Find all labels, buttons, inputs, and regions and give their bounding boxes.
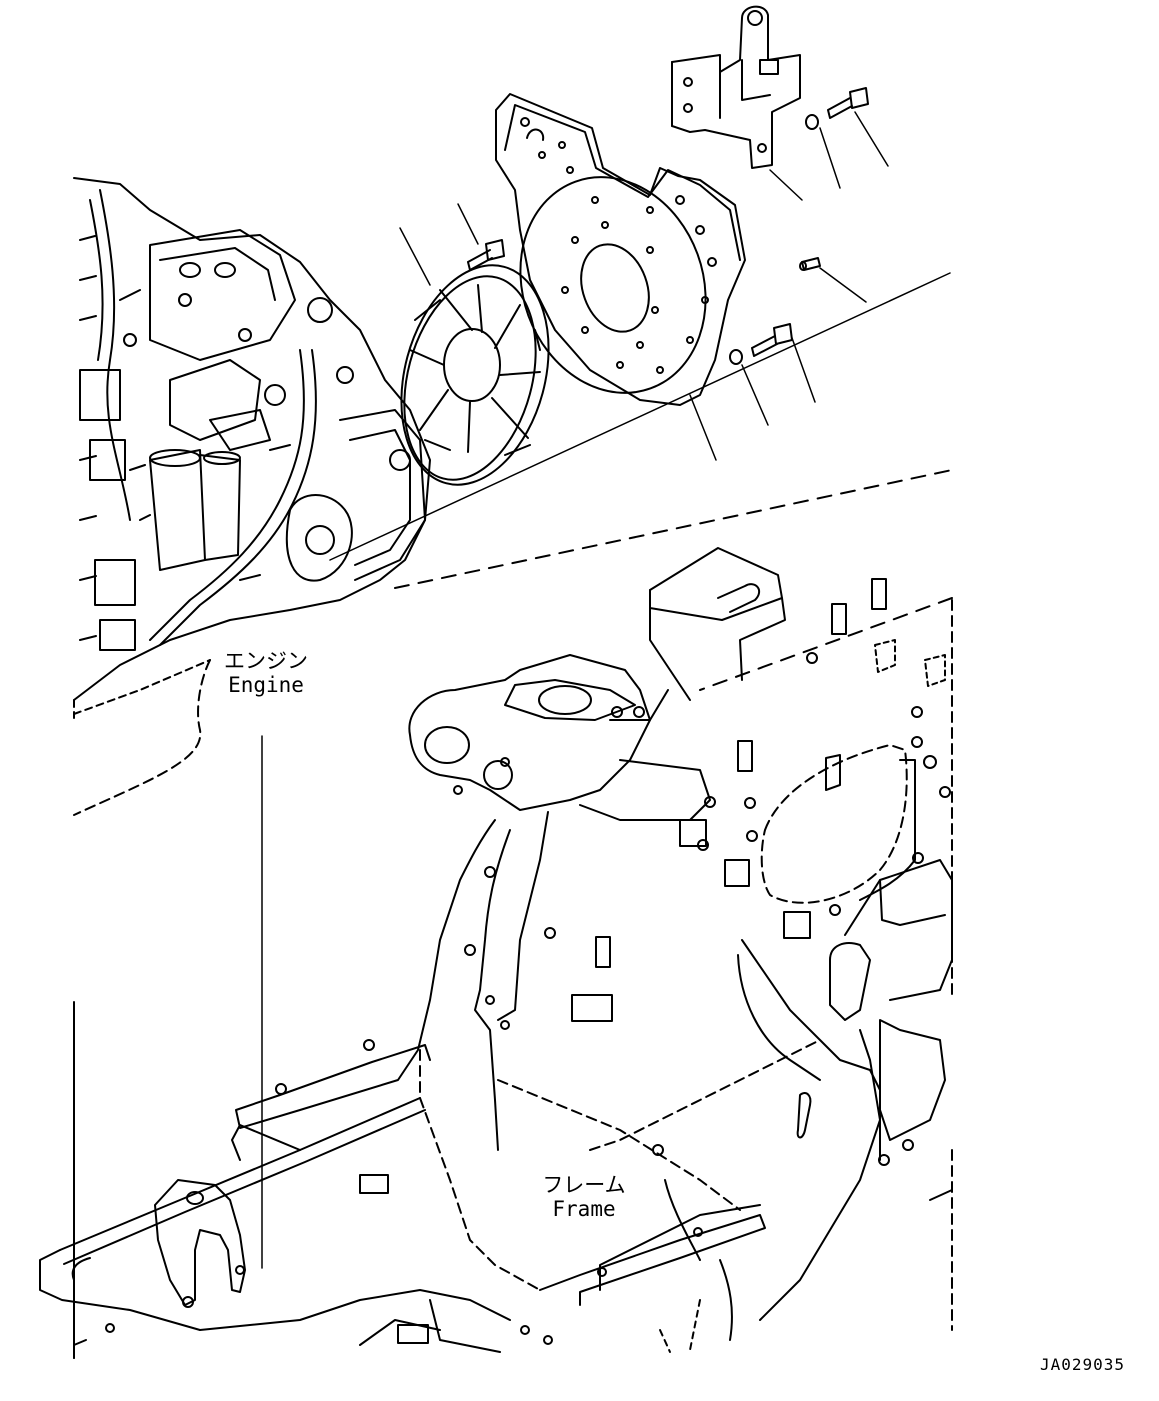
- bolt-top-right: [806, 88, 868, 129]
- engine-label-en: Engine: [228, 673, 304, 697]
- bolt-flywheel: [468, 240, 504, 270]
- engine-assembly: [74, 178, 430, 718]
- lifting-bracket: [672, 7, 800, 168]
- engine-outline-dashed: [74, 660, 210, 815]
- guide-line: [330, 273, 950, 560]
- flywheel-housing-plate: [491, 94, 745, 419]
- frame-assembly: [40, 470, 952, 1358]
- flywheel: [378, 249, 571, 502]
- exploded-parts: [378, 7, 888, 502]
- bolt-lower-right: [730, 324, 792, 364]
- frame-fasteners: [106, 579, 950, 1344]
- dowel-pin: [800, 258, 820, 270]
- frame-label: フレーム Frame: [540, 1173, 628, 1221]
- engine-label-ja: エンジン: [224, 649, 308, 673]
- drawing-code: JA029035: [1040, 1355, 1126, 1374]
- frame-label-ja: フレーム: [542, 1173, 626, 1197]
- engine-label: エンジン Engine: [222, 649, 310, 697]
- frame-label-en: Frame: [552, 1197, 616, 1221]
- leader-lines: [400, 112, 888, 460]
